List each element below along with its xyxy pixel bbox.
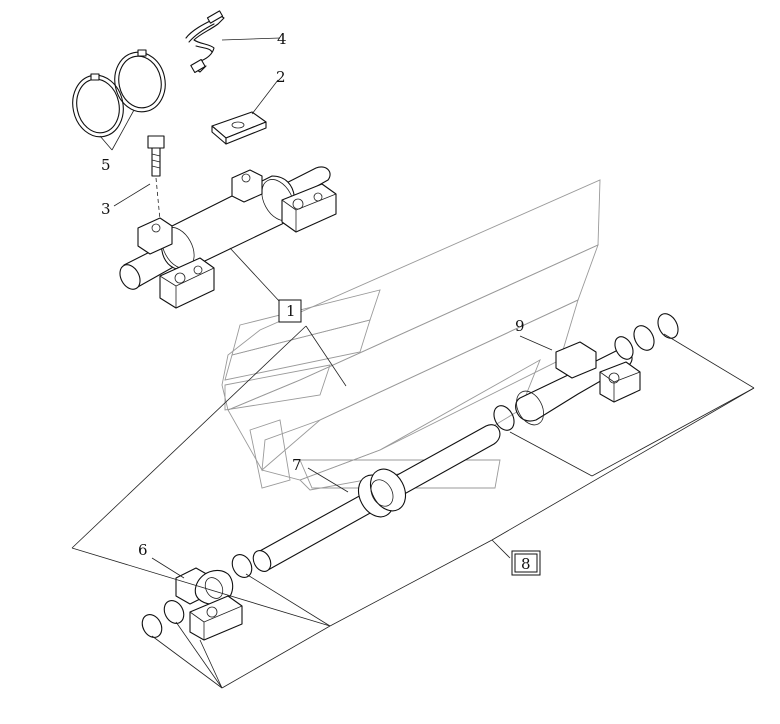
callout-labels: 4 2 5 3 1 9 7 6 8 (101, 30, 541, 576)
label-8: 8 (521, 555, 531, 573)
label-2: 2 (276, 68, 286, 86)
left-o-rings (141, 554, 253, 638)
long-shaft-part (252, 424, 501, 572)
label-4: 4 (277, 30, 287, 48)
label-3: 3 (101, 200, 111, 218)
label-1: 1 (286, 302, 296, 320)
label-1-box (278, 299, 302, 323)
plate-part (211, 111, 267, 145)
spring-clip-part (185, 10, 225, 74)
split-rings-part (72, 49, 166, 138)
right-housing-part (515, 336, 641, 426)
label-5: 5 (101, 156, 111, 174)
leader-lines (71, 37, 755, 689)
bolt-part (147, 135, 165, 221)
label-6: 6 (138, 541, 148, 559)
left-bearing-part (175, 567, 243, 641)
label-9: 9 (515, 317, 525, 335)
upper-shaft-assembly (119, 166, 337, 309)
label-7: 7 (292, 456, 302, 474)
right-o-rings (493, 313, 679, 431)
watermark-logo (221, 179, 601, 491)
